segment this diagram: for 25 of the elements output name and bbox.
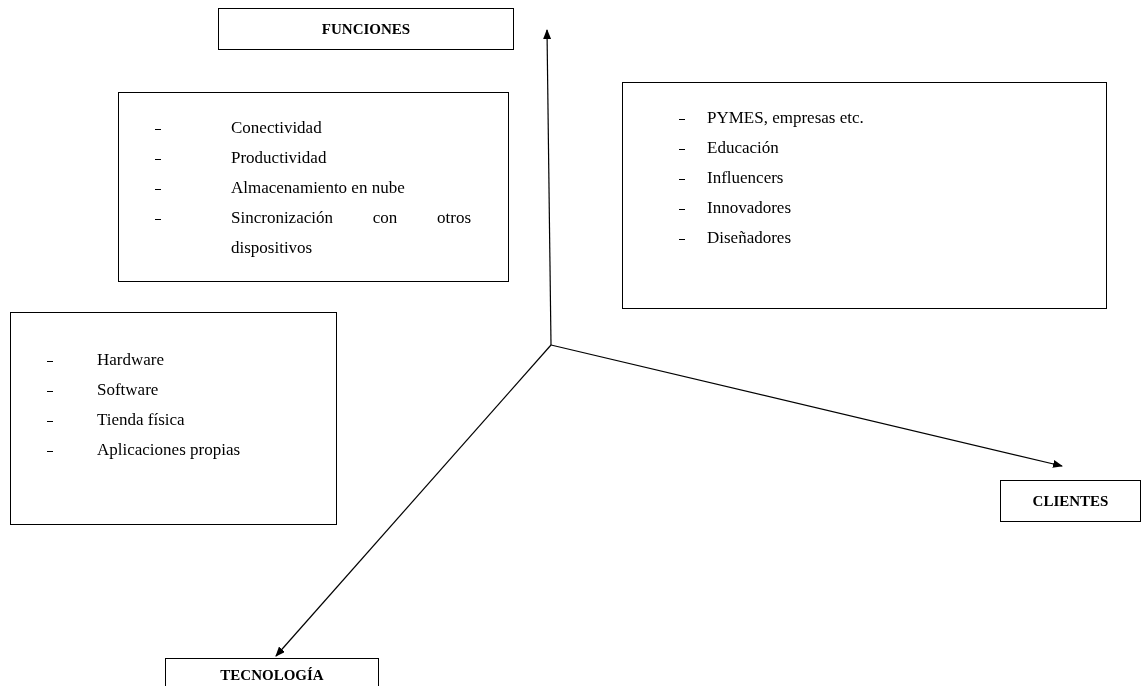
heading-text: CLIENTES: [1031, 493, 1110, 510]
list-item: PYMES, empresas etc.: [707, 107, 865, 129]
axis-arrow: [543, 29, 552, 346]
list-item: Innovadores: [707, 197, 793, 219]
list-box: [622, 82, 1107, 309]
axis-arrow: [275, 344, 552, 657]
axis-arrow: [550, 344, 1063, 468]
list-box: [118, 92, 509, 282]
heading-box: [218, 8, 514, 50]
list-item: Sincronización con otros dispositivos: [231, 207, 471, 259]
list-item: Almacenamiento en nube: [231, 177, 406, 199]
list-item: Influencers: [707, 167, 785, 189]
list-item: Hardware: [97, 349, 165, 371]
list-item: Conectividad: [231, 117, 323, 139]
list-item: Diseñadores: [707, 227, 793, 249]
list-item: Software: [97, 379, 160, 401]
heading-text: TECNOLOGÍA: [219, 667, 325, 684]
list-box: [10, 312, 337, 525]
list-item: Educación: [707, 137, 780, 159]
list-item: Productividad: [231, 147, 328, 169]
heading-box: [165, 658, 379, 686]
list-item: Aplicaciones propias: [97, 439, 242, 461]
heading-box: [1000, 480, 1141, 522]
heading-text: FUNCIONES: [320, 21, 412, 38]
list-item: Tienda física: [97, 409, 186, 431]
